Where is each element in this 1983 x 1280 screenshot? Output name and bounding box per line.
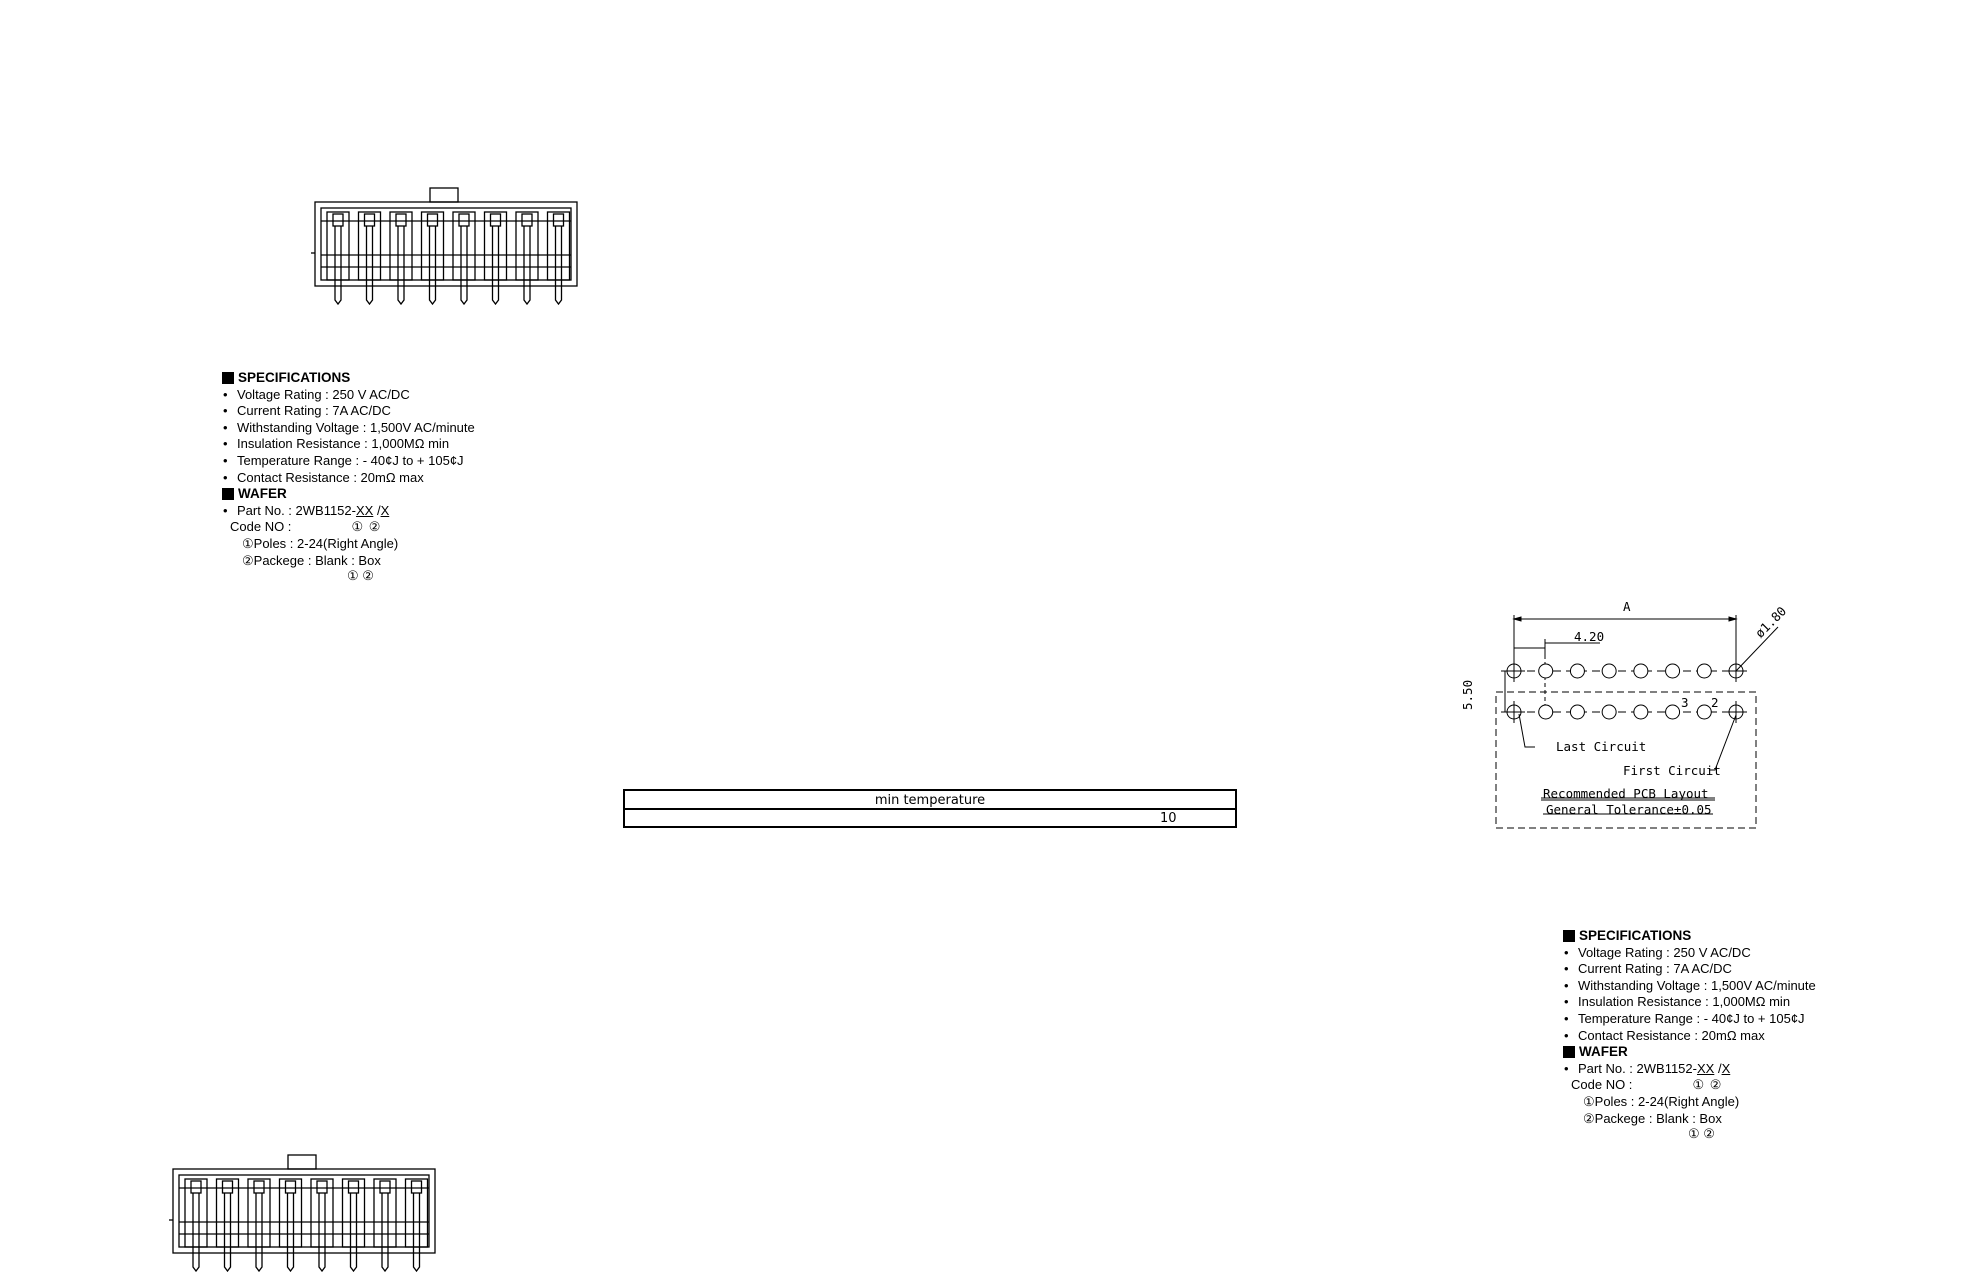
package-line: ②Packege : Blank : Box	[242, 552, 381, 568]
pcb-hole	[1569, 704, 1585, 720]
cut-line: ① ②	[1688, 1126, 1715, 1142]
pcb-hole	[1665, 663, 1681, 679]
spec-current: Current Rating : 7A AC/DC	[237, 403, 391, 419]
part-label: Part No. : 2WB1152-	[1578, 1060, 1697, 1076]
part-x: X	[1721, 1060, 1731, 1076]
pcb-hole	[1538, 663, 1554, 679]
package-line: ②Packege : Blank : Box	[1583, 1110, 1722, 1126]
connector-pin	[389, 211, 413, 306]
spec-insulation: Insulation Resistance : 1,000MΩ min	[1578, 994, 1791, 1010]
spec-voltage: Voltage Rating : 250 V AC/DC	[1578, 944, 1751, 960]
dim-a-label: A	[1623, 599, 1631, 614]
spec-insulation: Insulation Resistance : 1,000MΩ min	[237, 436, 450, 452]
pcb-hole	[1633, 663, 1649, 679]
part-x: X	[380, 502, 390, 518]
square-bullet-icon	[1563, 1046, 1575, 1059]
connector-pin	[184, 1178, 208, 1273]
code-marks: ① ②	[351, 519, 382, 535]
dim-pitch-label: 4.20	[1574, 629, 1605, 644]
part-xx: XX	[1696, 1060, 1715, 1076]
connector-pin	[215, 1178, 240, 1273]
housing-body	[172, 1168, 436, 1254]
pcb-layout-drawing	[1495, 615, 1779, 829]
table-cell-value: 10	[1160, 811, 1177, 826]
latch-tab	[287, 1154, 317, 1170]
connector-pin	[515, 211, 539, 306]
pcb-hole	[1601, 704, 1617, 720]
part-sep: /	[373, 502, 381, 518]
part-label: Part No. : 2WB1152-	[237, 502, 356, 518]
spec-heading: SPECIFICATIONS	[238, 370, 351, 385]
table-row: 10	[625, 810, 1235, 826]
connector-pin	[483, 211, 508, 306]
pcb-hole	[1503, 701, 1525, 723]
connector-pin	[310, 1178, 334, 1273]
connector-drawing-top	[311, 187, 578, 306]
connector-pin	[247, 1178, 271, 1273]
spec-temperature: Temperature Range : - 40¢J to + 105¢J	[1578, 1010, 1805, 1026]
connector-pin	[546, 211, 571, 306]
pin-3-label: 3	[1681, 695, 1689, 710]
pcb-hole	[1696, 704, 1712, 720]
connector-pin	[420, 211, 445, 306]
connector-pin	[278, 1178, 303, 1273]
poles-line: ①Poles : 2-24(Right Angle)	[1583, 1093, 1740, 1109]
pcb-layout-title: Recommended PCB Layout	[1543, 786, 1709, 801]
connector-pin	[452, 211, 476, 306]
table-header: min temperature	[625, 791, 1235, 810]
dim-row-label: 5.50	[1460, 679, 1475, 710]
spec-block-right: SPECIFICATIONS •Voltage Rating : 250 V A…	[1563, 928, 1983, 1142]
pcb-hole	[1725, 701, 1747, 723]
part-xx: XX	[355, 502, 374, 518]
connector-pin	[357, 211, 382, 306]
spec-heading: SPECIFICATIONS	[1579, 928, 1692, 943]
wafer-heading: WAFER	[1579, 1044, 1628, 1060]
pcb-hole	[1665, 704, 1681, 720]
spec-block-left: SPECIFICATIONS •Voltage Rating : 250 V A…	[222, 370, 642, 584]
wafer-heading: WAFER	[238, 486, 287, 502]
housing-body	[314, 201, 578, 287]
square-bullet-icon	[1563, 930, 1575, 943]
spec-current: Current Rating : 7A AC/DC	[1578, 961, 1732, 977]
poles-line: ①Poles : 2-24(Right Angle)	[242, 535, 399, 551]
cut-line: ① ②	[347, 568, 374, 584]
spec-voltage: Voltage Rating : 250 V AC/DC	[237, 386, 410, 402]
data-table: min temperature 10	[623, 789, 1237, 828]
code-marks: ① ②	[1692, 1077, 1723, 1093]
last-circuit-label: Last Circuit	[1556, 739, 1647, 754]
code-label: Code NO :	[230, 519, 292, 535]
square-bullet-icon	[222, 488, 234, 501]
spec-temperature: Temperature Range : - 40¢J to + 105¢J	[237, 452, 464, 468]
first-circuit-label: First Circuit	[1623, 763, 1721, 778]
pcb-hole	[1503, 660, 1525, 682]
connector-pin	[404, 1178, 429, 1273]
code-label: Code NO :	[1571, 1077, 1633, 1093]
square-bullet-icon	[222, 372, 234, 385]
spec-withstanding: Withstanding Voltage : 1,500V AC/minute	[1578, 977, 1816, 993]
connector-drawing-bottom	[169, 1154, 436, 1273]
connector-pin	[373, 1178, 397, 1273]
part-sep: /	[1714, 1060, 1722, 1076]
connector-pin	[326, 211, 350, 306]
pcb-hole	[1633, 704, 1649, 720]
pcb-hole	[1569, 663, 1585, 679]
pcb-hole	[1696, 663, 1712, 679]
connector-pin	[341, 1178, 366, 1273]
spec-contact: Contact Resistance : 20mΩ max	[1578, 1027, 1765, 1043]
tolerance-label: General Tolerance±0.05	[1546, 802, 1712, 817]
spec-contact: Contact Resistance : 20mΩ max	[237, 469, 424, 485]
spec-withstanding: Withstanding Voltage : 1,500V AC/minute	[237, 419, 475, 435]
pin-2-label: 2	[1711, 695, 1719, 710]
latch-tab	[429, 187, 459, 203]
pcb-hole	[1538, 704, 1554, 720]
pcb-hole	[1601, 663, 1617, 679]
